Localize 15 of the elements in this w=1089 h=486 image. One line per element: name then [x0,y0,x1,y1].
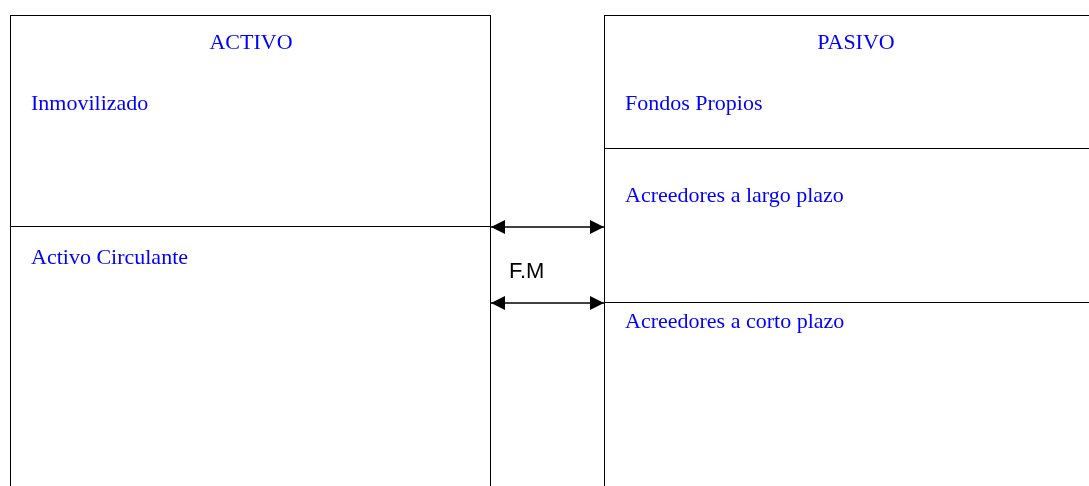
section-label: Acreedores a largo plazo [625,182,844,208]
section-area [10,15,491,227]
section-label: Fondos Propios [625,90,763,116]
double-arrow [490,296,605,310]
section-heading: ACTIVO [209,29,293,55]
section-area [604,302,1089,486]
double-arrow [490,220,605,234]
section-area [604,15,1089,149]
section-label: Acreedores a corto plazo [625,308,845,334]
gap-label: F.M [509,258,545,284]
section-label: Inmovilizado [31,90,149,116]
section-area [10,226,491,486]
section-heading: PASIVO [817,29,895,55]
section-label: Activo Circulante [31,244,188,270]
section-area [604,148,1089,303]
